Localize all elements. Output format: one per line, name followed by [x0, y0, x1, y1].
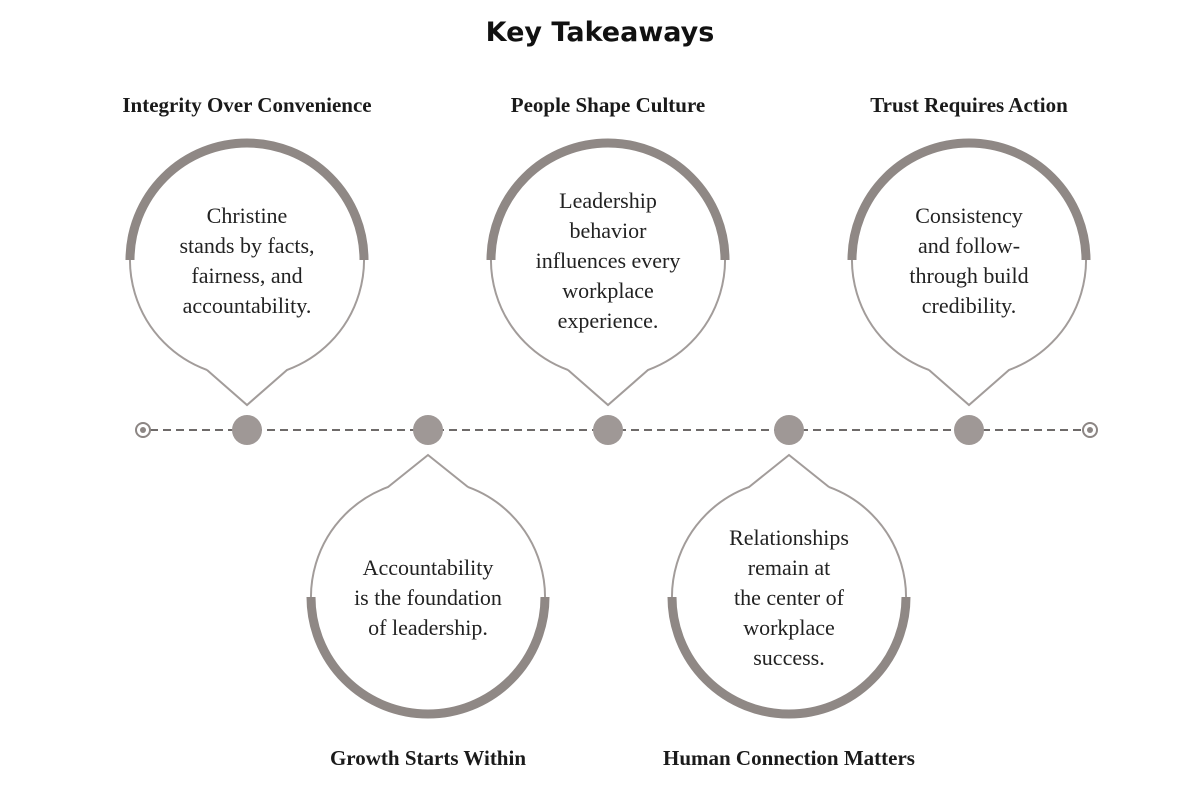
bubble-accent-arc	[306, 596, 550, 719]
timeline-dot	[593, 415, 623, 445]
timeline-end-marker	[1082, 422, 1098, 438]
takeaway-heading: People Shape Culture	[511, 93, 705, 117]
takeaway-heading: Growth Starts Within	[330, 746, 526, 770]
timeline-dot	[232, 415, 262, 445]
timeline-dot	[774, 415, 804, 445]
bubble-accent-arc	[667, 596, 911, 719]
page-title: Key Takeaways	[485, 17, 715, 48]
timeline-dot	[413, 415, 443, 445]
takeaway-heading: Human Connection Matters	[663, 746, 915, 770]
takeaway-heading: Integrity Over Convenience	[122, 93, 371, 117]
timeline-dot	[954, 415, 984, 445]
takeaway-heading: Trust Requires Action	[870, 93, 1068, 117]
timeline-start-marker	[135, 422, 151, 438]
bubble-accent-arc	[125, 138, 369, 261]
bubble-accent-arc	[486, 138, 730, 261]
bubble-accent-arc	[847, 138, 1091, 261]
